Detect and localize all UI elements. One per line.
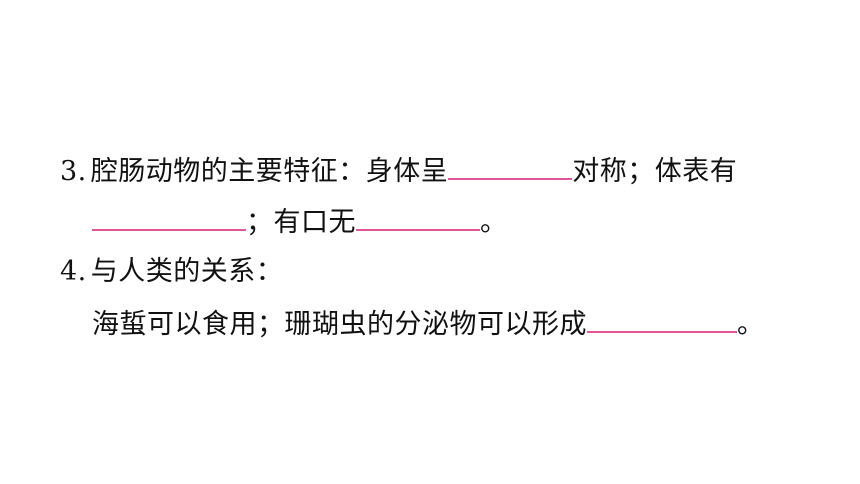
question-4-number: 4. [60, 256, 87, 287]
question-4-body: 海蜇可以食用；珊瑚虫的分泌物可以形成 [92, 309, 587, 340]
blank-1[interactable] [448, 152, 573, 180]
question-3-end-mark: 。 [480, 207, 508, 238]
question-3-number: 3. [60, 156, 87, 187]
blank-3[interactable] [356, 203, 480, 231]
blank-4[interactable] [587, 305, 737, 333]
question-4-title: 与人类的关系： [90, 256, 284, 287]
question-3-text-after-blank-2: ；有口无 [246, 207, 356, 238]
question-4-line-2: 海蜇可以食用；珊瑚虫的分泌物可以形成 。 [92, 305, 765, 341]
blank-2[interactable] [92, 203, 246, 231]
question-3-text-after-blank-1: 对称；体表有 [572, 156, 738, 187]
question-3-line-1: 3.腔肠动物的主要特征：身体呈 对称；体表有 [60, 152, 737, 188]
question-4-end-mark: 。 [737, 309, 765, 340]
question-3-line-2: ；有口无 。 [92, 203, 508, 239]
question-4-line-1: 4.与人类的关系： [60, 254, 283, 290]
question-3-stem: 腔肠动物的主要特征：身体呈 [90, 156, 449, 187]
